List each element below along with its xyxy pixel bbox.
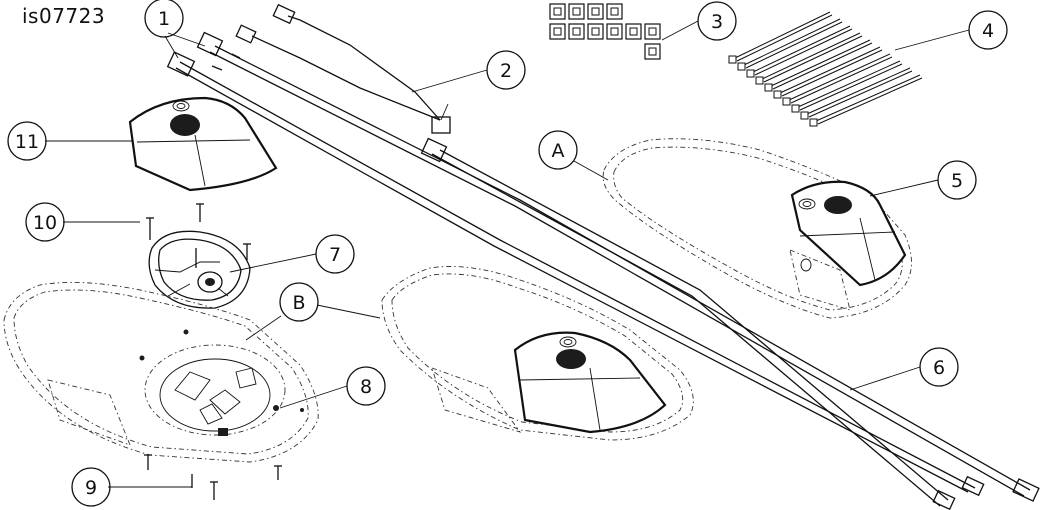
callout-9-label: 9 [85,477,97,499]
screws-part-10 [146,203,251,268]
adhesive-mount [587,23,604,40]
cable-tie [800,67,913,120]
cable-tie [782,53,893,106]
callout-2: 2 [486,50,526,90]
callout-8-label: 8 [360,376,372,398]
speaker-ring [148,230,251,309]
callout-3: 3 [697,1,737,41]
callout-a-label: A [552,140,565,162]
callout-9: 9 [71,467,111,507]
callout-6-label: 6 [933,357,945,379]
cable-tie [809,74,923,127]
illustration-id: is07723 [22,4,106,28]
adhesive-mount [568,3,585,20]
callout-10-label: 10 [33,212,57,234]
callout-7: 7 [315,234,355,274]
cable-tie [728,11,833,64]
callout-1: 1 [144,0,184,38]
callout-4-label: 4 [982,20,994,42]
callout-5: 5 [937,160,977,200]
adhesive-mount [549,3,566,20]
callout-2-label: 2 [500,60,512,82]
cable-tie [764,39,873,92]
adhesive-mount [606,23,623,40]
callout-8: 8 [346,366,386,406]
adhesive-mount [587,3,604,20]
callout-6: 6 [919,347,959,387]
callout-4: 4 [968,10,1008,50]
cable-tie [737,18,843,71]
leader-lines [45,20,970,488]
callout-3-label: 3 [711,11,723,33]
cable-ties [728,11,923,127]
callout-11-label: 11 [15,131,39,153]
callout-b-label: B [292,292,305,314]
speaker-grille-top-left [128,96,278,192]
callout-10: 10 [25,202,65,242]
callout-11: 11 [7,121,47,161]
cable-tie [746,25,853,78]
callout-b: B [279,282,319,322]
callout-a: A [538,130,578,170]
wiring-harnesses [166,3,1040,510]
adhesive-mount [606,3,623,20]
cable-tie [773,46,883,99]
callout-1-label: 1 [158,8,170,30]
adhesive-mount [644,43,661,60]
lid-middle-assembly [381,266,694,441]
callout-7-label: 7 [329,244,341,266]
screws-part-9 [144,454,282,500]
adhesive-mount [568,23,585,40]
cable-tie [755,32,863,85]
adhesive-mount [549,23,566,40]
cable-tie [791,60,903,113]
adhesive-mounts [549,3,661,60]
adhesive-mount [644,23,661,40]
adhesive-mount [625,23,642,40]
lid-a-assembly [602,138,912,319]
callout-5-label: 5 [951,170,963,192]
lid-b-assembly [3,281,319,463]
